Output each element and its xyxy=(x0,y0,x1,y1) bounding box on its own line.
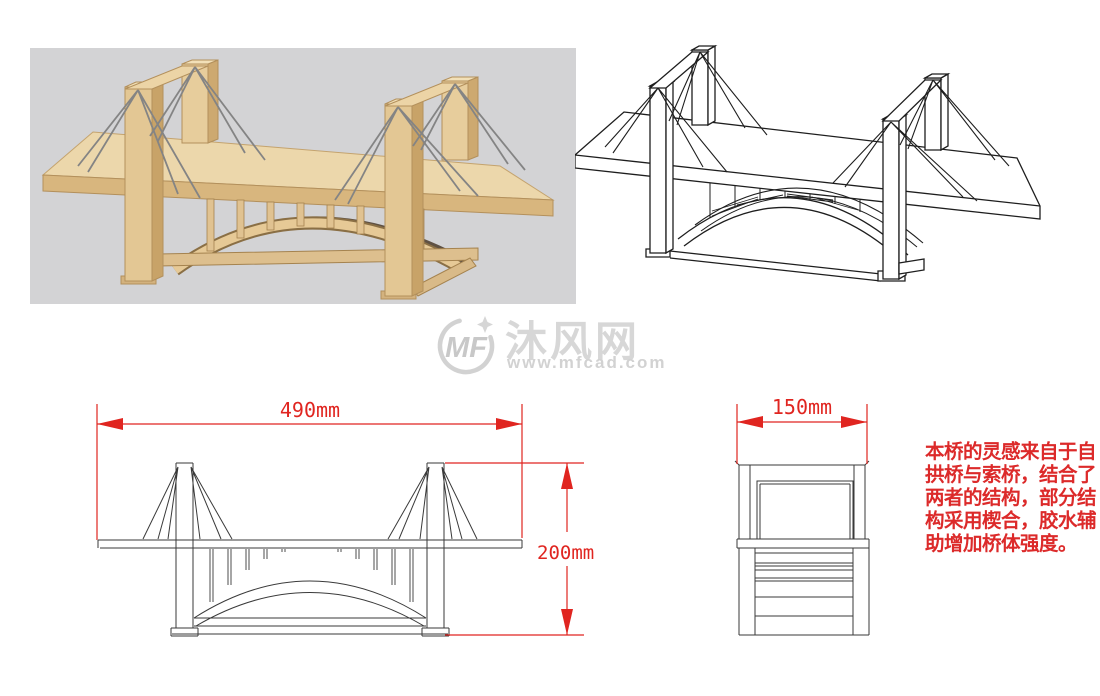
dimension-depth-label: 150mm xyxy=(772,395,832,419)
dimension-arrow-icon xyxy=(561,609,573,635)
sparkle-icon xyxy=(477,316,493,333)
dimension-arrow-icon xyxy=(737,416,763,428)
design-note-line: 助增加桥体强度。 xyxy=(925,534,1078,555)
dimension-arrow-icon xyxy=(97,418,123,430)
dimension-height-label: 200mm xyxy=(537,542,594,564)
render-cables xyxy=(77,66,526,205)
design-note-line: 构采用楔合，胶水辅 xyxy=(925,511,1097,532)
rendered-3d-model-image xyxy=(30,48,576,304)
dimension-width-label: 490mm xyxy=(280,398,340,422)
side-view-drawing: 150mm xyxy=(734,395,870,636)
wireframe-isometric-drawing xyxy=(575,44,1041,282)
render-bridge xyxy=(41,59,555,300)
dimension-arrow-icon xyxy=(496,418,522,430)
watermark: MF 沐风网 www.mfcad.com xyxy=(433,310,693,380)
front-elevation-geometry xyxy=(97,462,523,637)
dimension-arrow-icon xyxy=(841,416,867,428)
design-note-line: 本桥的灵感来自于自 xyxy=(925,442,1097,463)
mf-logo-icon: MF xyxy=(437,316,495,375)
watermark-monogram: MF xyxy=(445,332,488,364)
front-elevation-drawing: 490mm 200mm xyxy=(96,398,594,637)
dimension-arrow-icon xyxy=(561,463,573,489)
wireframe-cables xyxy=(604,51,1010,202)
wireframe-bridge xyxy=(575,44,1041,282)
watermark-site-name: 沐风网 xyxy=(505,318,641,365)
watermark-site-url: www.mfcad.com xyxy=(507,353,667,372)
side-view-geometry xyxy=(734,460,870,636)
side-view-dimensions: 150mm xyxy=(736,395,868,464)
design-note: 本桥的灵感来自于自 拱桥与索桥，结合了 两者的结构，部分结 构采用楔合，胶水辅 … xyxy=(925,441,1100,556)
design-note-line: 两者的结构，部分结 xyxy=(925,488,1097,509)
front-elevation-dimensions: 490mm 200mm xyxy=(96,398,594,636)
design-note-line: 拱桥与索桥，结合了 xyxy=(925,465,1097,486)
